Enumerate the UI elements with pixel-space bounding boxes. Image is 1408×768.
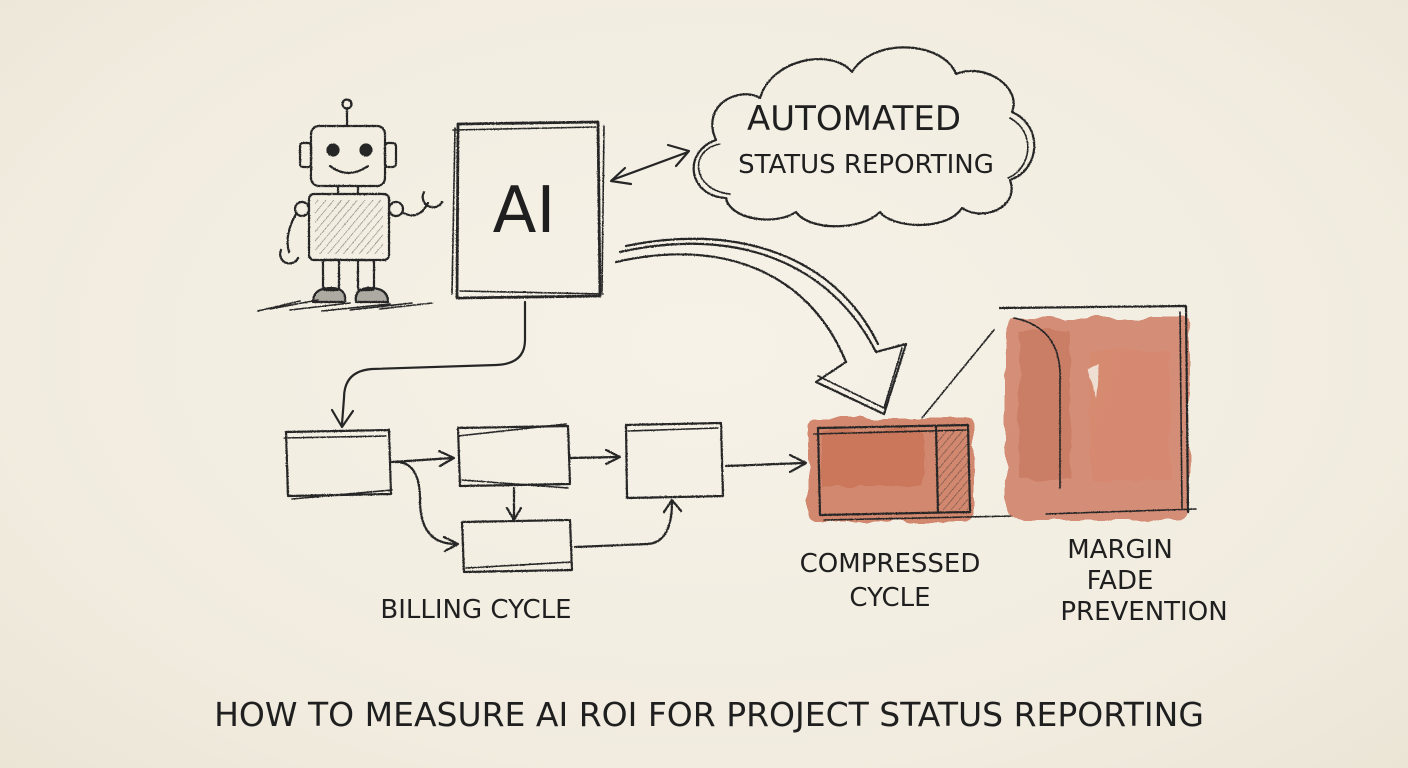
ai-box	[451, 120, 605, 300]
compressed-cycle-line2: CYCLE	[849, 583, 930, 613]
margin-label-line2: FADE	[1087, 566, 1154, 596]
ai-box-label: AI	[493, 174, 556, 248]
cloud-title: AUTOMATED	[747, 99, 961, 139]
double-arrow-icon	[609, 143, 691, 186]
robot-icon	[257, 98, 444, 312]
margin-label-line1: MARGIN	[1067, 535, 1173, 565]
margin-fade-box	[998, 304, 1197, 520]
cloud-shape	[692, 46, 1036, 228]
billing-flow	[283, 421, 808, 574]
process-box-4	[460, 518, 574, 574]
connector-arrow-icon	[330, 300, 527, 429]
cloud-subtitle: STATUS REPORTING	[738, 150, 994, 180]
curved-arrow-icon	[614, 237, 908, 416]
page-title: HOW TO MEASURE AI ROI FOR PROJECT STATUS…	[214, 695, 1204, 734]
billing-cycle-label: BILLING CYCLE	[380, 595, 571, 625]
margin-label-line3: PREVENTION	[1060, 597, 1227, 627]
compressed-cycle-line1: COMPRESSED	[800, 549, 981, 579]
process-box-3	[624, 421, 725, 500]
process-box-2	[456, 424, 572, 488]
process-box-1	[284, 428, 393, 498]
compressed-cycle-box	[808, 329, 1013, 522]
